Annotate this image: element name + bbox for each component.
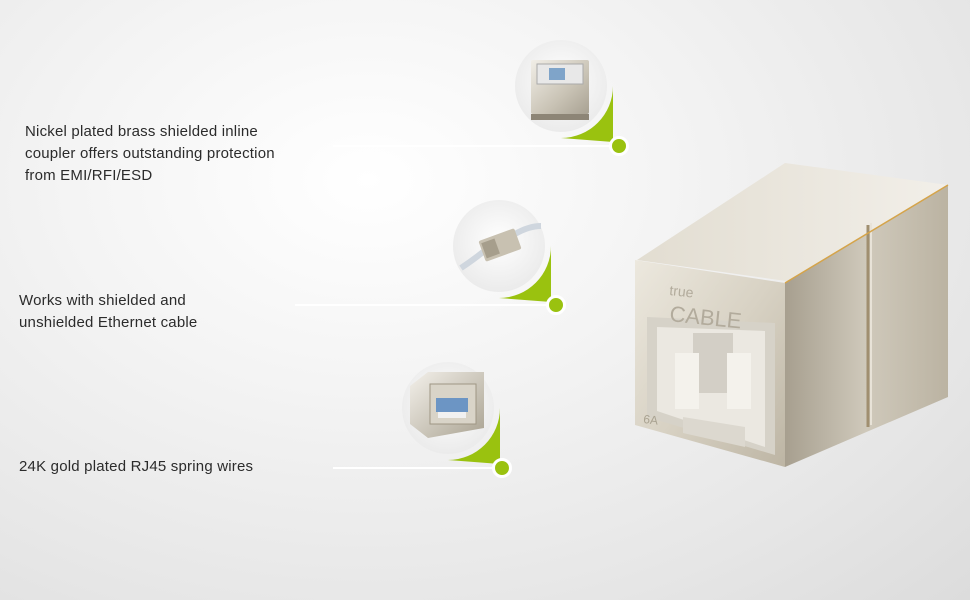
feature-3-dot xyxy=(492,458,512,478)
feature-1-text: Nickel plated brass shielded inline coup… xyxy=(25,123,275,184)
feature-3-callout xyxy=(392,352,518,482)
feature-3-leader-line xyxy=(333,467,493,469)
feature-2-dot xyxy=(546,295,566,315)
rj45-port-closeup-image xyxy=(396,356,500,464)
feature-1-callout xyxy=(505,30,631,160)
feature-1-leader-line xyxy=(333,145,618,147)
feature-2-callout xyxy=(443,190,569,320)
category-mark: 6A xyxy=(643,412,659,427)
coupler-with-cables-image xyxy=(447,194,551,302)
feature-2-text: Works with shielded and unshielded Ether… xyxy=(19,292,198,331)
coupler-end-view-image xyxy=(509,34,613,142)
feature-3-text: 24K gold plated RJ45 spring wires xyxy=(19,458,254,475)
coupler-product-image: true CABLE 6A xyxy=(625,155,970,480)
brand-line1: true xyxy=(669,282,695,300)
feature-1-dot xyxy=(609,136,629,156)
rj45-coupler-icon: true CABLE 6A xyxy=(635,163,949,467)
feature-2-leader-line xyxy=(295,304,550,306)
